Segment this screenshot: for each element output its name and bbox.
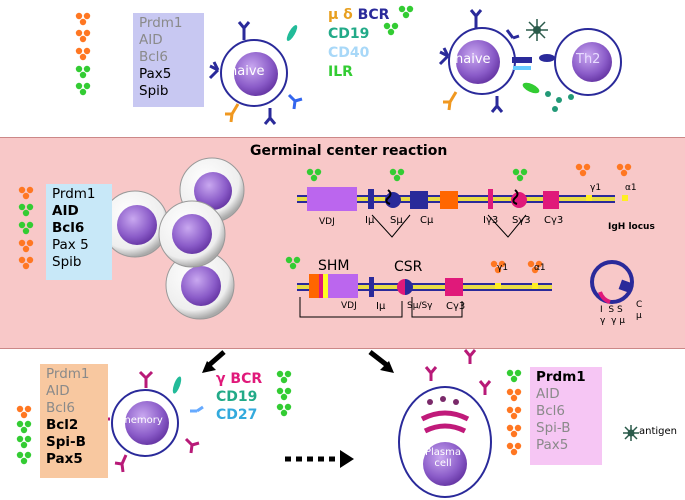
circle-s2: S [616, 305, 623, 315]
gc-marker-pax5: Pax 5 [52, 237, 89, 253]
marker-aid: AID [139, 32, 163, 48]
circle-labels-2: γ γ μ [600, 316, 625, 326]
marker-bcl6: Bcl6 [139, 49, 169, 65]
locus2-gamma1: γ1 [497, 263, 509, 273]
plasma-marker-box: Prdm1 AID Bcl6 Spi-B Pax5 [530, 367, 602, 465]
locus2-vdj: VDJ [341, 301, 357, 311]
cd40-label: CD40 [328, 45, 370, 61]
plasma-marker-aid: AID [536, 386, 560, 402]
memory-marker-box: Prdm1 AID Bcl6 Bcl2 Spi-B Pax5 [40, 364, 108, 478]
switch-circle [590, 260, 634, 304]
memory-marker-pax5: Pax5 [46, 451, 83, 467]
bcr-label: BCR [357, 7, 390, 23]
circle-mu2: μ [636, 311, 642, 321]
naive-th2-interaction [438, 9, 622, 113]
locus2-alpha1: α1 [534, 263, 546, 273]
marker-pax5: Pax5 [139, 66, 172, 82]
circle-c: C [636, 300, 643, 310]
locus1-smu: Sμ [390, 215, 403, 226]
antigen-icon [623, 425, 639, 441]
gc-graphics [18, 157, 634, 320]
gamma-bcr-label: γ BCR [216, 371, 263, 387]
circle-labels: I S S [600, 305, 623, 315]
memory-cd27-label: CD27 [216, 407, 258, 423]
circle-mu1: μ [619, 316, 625, 326]
igh-locus-germline [297, 163, 632, 238]
locus2-cgamma3: Cγ3 [446, 301, 466, 312]
locus1-cmu: Cμ [420, 215, 434, 226]
memory-legend: γ BCR CD19 CD27 [216, 370, 262, 424]
memory-label: memory [121, 415, 163, 426]
plasma-marker-pax5: Pax5 [536, 437, 569, 453]
naive-label: naive [229, 64, 265, 79]
gc-marker-aid: AID [52, 203, 79, 219]
locus1-gamma1: γ1 [590, 183, 602, 193]
igh-locus-label: IgH locus [608, 222, 655, 232]
naive-cell [208, 21, 303, 125]
naive-label-2: naive [455, 52, 491, 67]
receptor-legend: μ δ BCR CD19 CD40 ILR [328, 6, 389, 82]
circle-g2: γ [611, 316, 617, 326]
memory-marker-prdm1: Prdm1 [46, 366, 90, 382]
gc-marker-box: Prdm1 AID Bcl6 Pax 5 Spib [46, 184, 112, 280]
locus1-alpha1: α1 [625, 183, 637, 193]
locus2-imu: Iμ [376, 301, 386, 312]
circle-i: I [600, 305, 603, 315]
mu-delta-label: μ δ [328, 7, 353, 23]
gc-marker-prdm1: Prdm1 [52, 186, 96, 202]
memory-cell [95, 370, 204, 473]
gc-title: Germinal center reaction [250, 143, 448, 159]
plasma-cell [398, 349, 492, 498]
ilr-label: ILR [328, 64, 353, 80]
antigen-label: antigen [639, 426, 678, 437]
circle-g1: γ [600, 316, 606, 326]
memory-marker-bcl2: Bcl2 [46, 417, 79, 433]
circle-s1: S [608, 305, 615, 315]
gc-b-cell-cluster [101, 157, 245, 320]
plasma-marker-bcl6: Bcl6 [536, 403, 566, 419]
locus2-smusg: Sμ/Sγ [407, 301, 433, 311]
plasma-cell-label: Plasma cell [425, 447, 462, 469]
locus1-imu: Iμ [365, 215, 375, 226]
memory-cd19-label: CD19 [216, 389, 258, 405]
marker-spib: Spib [139, 83, 169, 99]
shm-label: SHM [318, 258, 350, 274]
marker-prdm1: Prdm1 [139, 15, 183, 31]
locus1-cgamma3: Cγ3 [544, 215, 564, 226]
memory-marker-bcl6: Bcl6 [46, 400, 76, 416]
th2-label: Th2 [576, 52, 601, 67]
locus1-sgamma3: Sγ3 [512, 215, 531, 226]
gc-marker-bcl6: Bcl6 [52, 220, 85, 236]
locus1-igamma3: Iγ3 [483, 215, 499, 226]
plasma-marker-prdm1: Prdm1 [536, 369, 586, 385]
top-section-graphics [75, 5, 622, 125]
memory-marker-aid: AID [46, 383, 70, 399]
cd19-label: CD19 [328, 26, 370, 42]
bottom-graphics [16, 349, 639, 498]
gc-marker-spib: Spib [52, 254, 82, 270]
top-marker-box: Prdm1 AID Bcl6 Pax5 Spib [133, 13, 204, 107]
plasma-marker-spib: Spi-B [536, 420, 571, 436]
igh-locus-switched [285, 256, 552, 318]
locus1-vdj: VDJ [319, 217, 335, 227]
csr-label: CSR [394, 259, 423, 275]
memory-marker-spib: Spi-B [46, 434, 86, 450]
